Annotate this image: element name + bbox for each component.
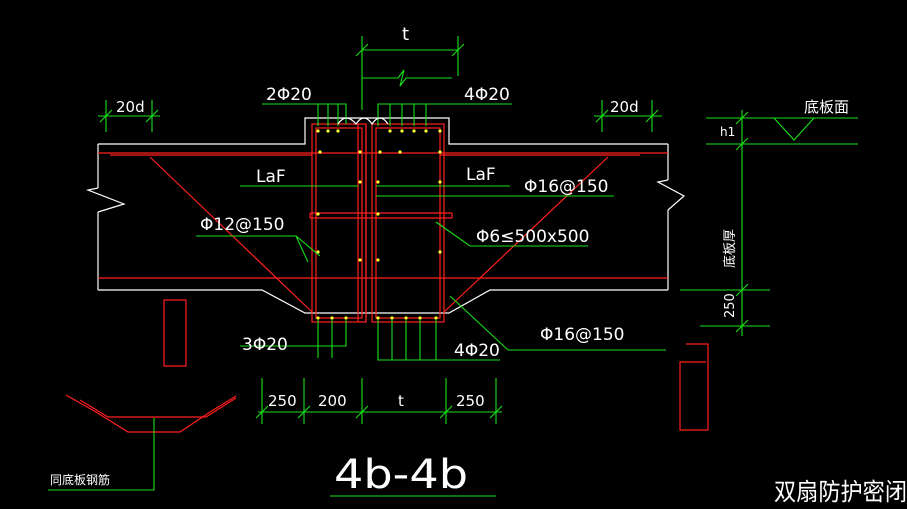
rebar-dot [326, 129, 330, 133]
rebar-dot [438, 150, 442, 154]
door-title: 双扇防护密闭 [774, 478, 907, 506]
rebar-dot [378, 150, 382, 154]
door-symbol [337, 117, 389, 126]
concrete-outline [85, 117, 686, 314]
dim-200: 200 [318, 392, 347, 410]
rebar-dot [398, 150, 402, 154]
rebar-dot [376, 212, 380, 216]
dim-t-top: t [402, 24, 409, 45]
slab-thickness-label: 底板厚 [722, 229, 738, 268]
rebar-dot [358, 180, 362, 184]
rebar-dot [336, 129, 340, 133]
laf-left-label: LaF [256, 167, 286, 187]
rebar-phi16-bottom-label: Φ16@150 [540, 325, 624, 345]
rebar-dot [412, 129, 416, 133]
rebar-dot [316, 129, 320, 133]
rebar-dot [376, 258, 380, 262]
rebar-top-left-label: 2Φ20 [266, 85, 312, 105]
rebar-dot [376, 180, 380, 184]
rebar-dot [318, 150, 322, 154]
rebar-dot [424, 129, 428, 133]
dim-250-right: 250 [456, 392, 485, 410]
text-labels: t 2Φ20 4Φ20 20d 20d LaF LaF Φ16@150 Φ12@… [50, 24, 907, 506]
rebar-dot [330, 316, 334, 320]
slab-surface-label: 底板面 [804, 98, 849, 116]
laf-right-label: LaF [466, 165, 496, 185]
rebar-dot [358, 258, 362, 262]
rebar-phi6-label: Φ6≤500x500 [476, 227, 589, 247]
rebar-dots [316, 129, 442, 320]
dim-250-vertical: 250 [723, 293, 738, 318]
rebar-dot [400, 129, 404, 133]
rebar-lines [65, 123, 709, 433]
h1-label: h1 [720, 125, 735, 139]
rebar-dot [438, 250, 442, 254]
rebar-dot [358, 150, 362, 154]
rebar-bottom-left-label: 3Φ20 [242, 335, 288, 355]
dim-20d-right: 20d [610, 98, 639, 116]
rebar-dot [434, 316, 438, 320]
rebar-dot [316, 316, 320, 320]
dimension-lines [48, 36, 858, 497]
rebar-dot [316, 250, 320, 254]
rebar-dot [404, 316, 408, 320]
dim-20d-left: 20d [116, 98, 145, 116]
rebar-dot [344, 316, 348, 320]
rebar-dot [316, 212, 320, 216]
rebar-phi16-top-label: Φ16@150 [524, 177, 608, 197]
rebar-top-right-label: 4Φ20 [464, 85, 510, 105]
rebar-dot [390, 316, 394, 320]
rebar-phi12-label: Φ12@150 [200, 215, 284, 235]
dim-t-bottom: t [398, 392, 404, 410]
rebar-dot [418, 316, 422, 320]
section-title: 4b-4b [334, 452, 468, 498]
rebar-bottom-right-label: 4Φ20 [454, 341, 500, 361]
rebar-dot [438, 180, 442, 184]
rebar-dot [376, 316, 380, 320]
dim-250-left: 250 [268, 392, 297, 410]
rebar-dot [438, 129, 442, 133]
rebar-dot [388, 129, 392, 133]
same-slab-rebar-label: 同底板钢筋 [50, 472, 110, 487]
